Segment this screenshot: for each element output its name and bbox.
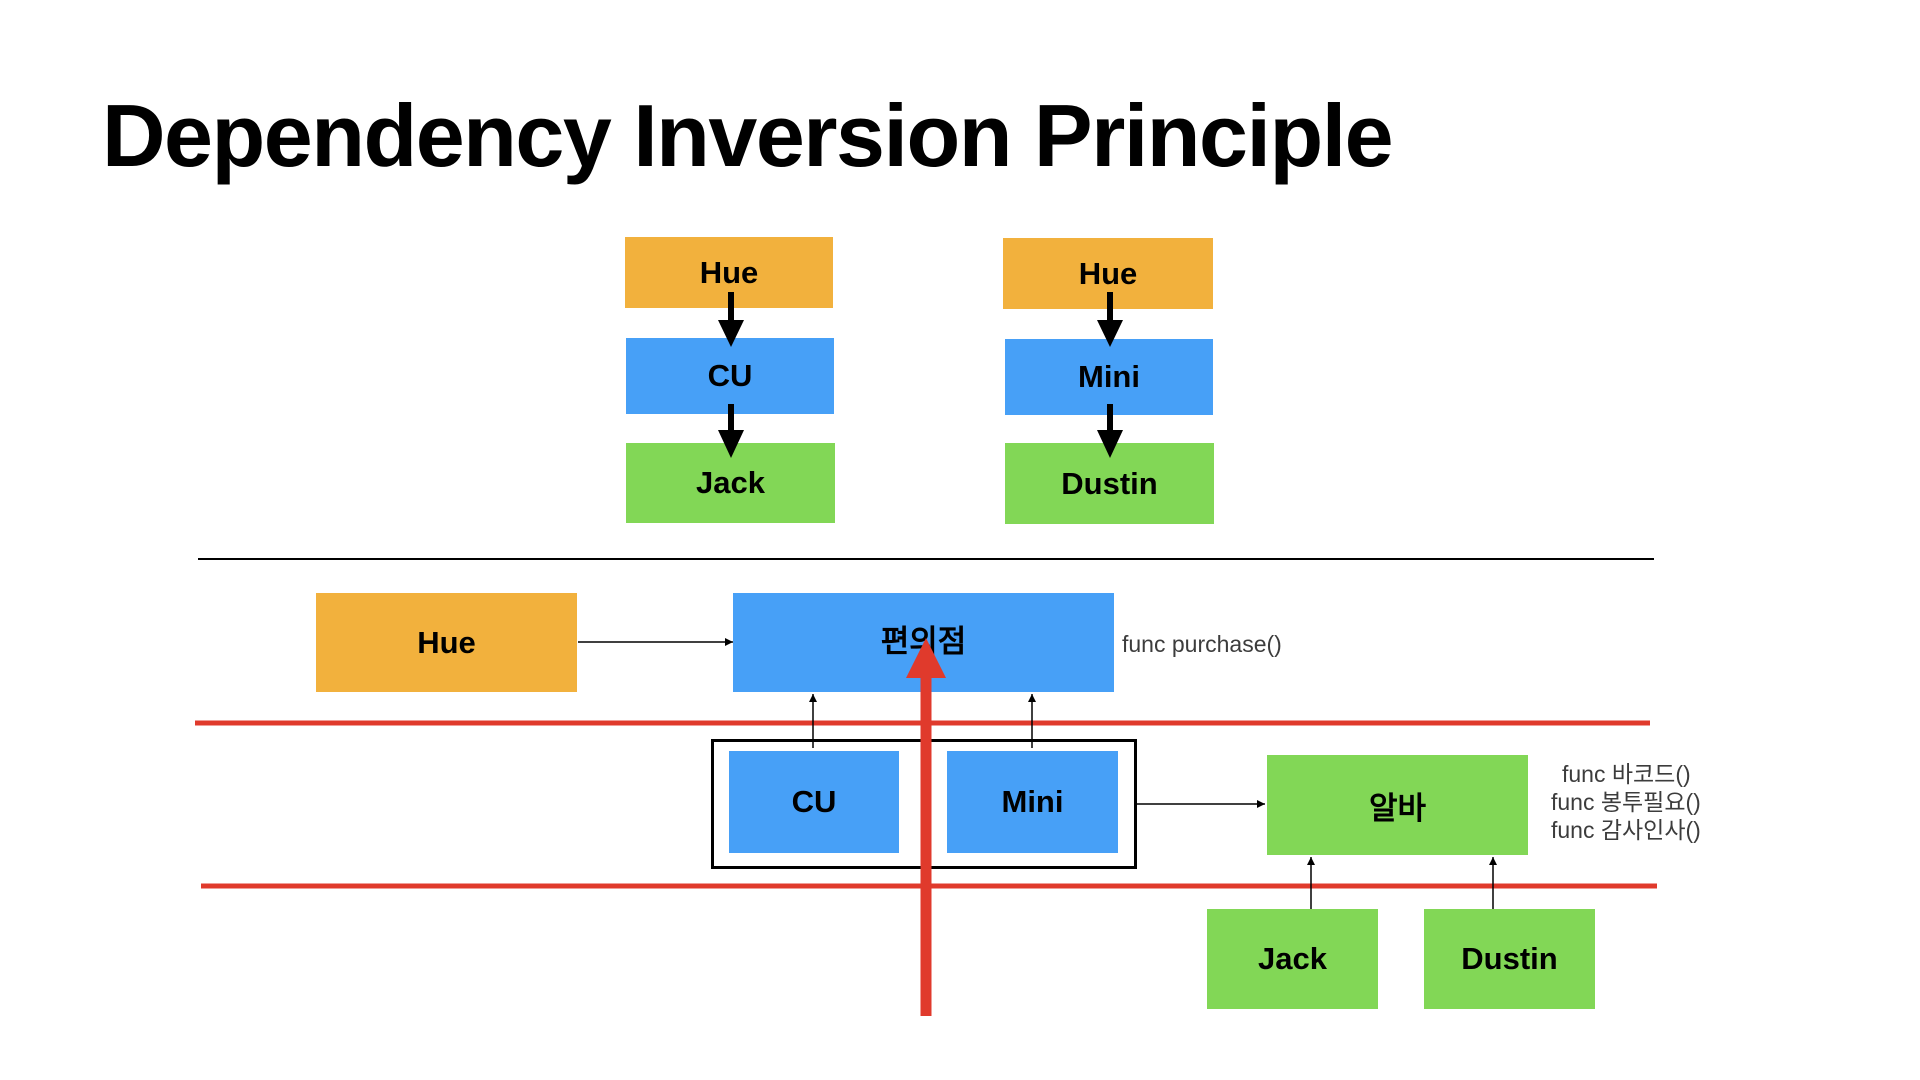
chain1-arrow-cu-jack [718,404,744,458]
alba-method-1: func 바코드() [1562,761,1691,787]
alba-method-2: func 봉투필요() [1551,789,1701,815]
chain1-arrow-hue-cu [718,292,744,347]
dustin-box: Dustin [1424,909,1595,1009]
alba-method-3: func 감사인사() [1551,817,1701,843]
cu-box: CU [729,751,899,853]
chain2-mini-box: Mini [1005,339,1213,415]
slide-title: Dependency Inversion Principle [102,86,1394,185]
chain2-dustin-box: Dustin [1005,443,1214,524]
alba-box: 알바 [1267,755,1528,855]
chain1-cu-box: CU [626,338,834,414]
jack-box: Jack [1207,909,1378,1009]
chain2-arrow-hue-mini [1097,292,1123,347]
chain2-arrow-mini-dustin [1097,404,1123,458]
mini-box: Mini [947,751,1118,853]
red-inversion-arrow [906,638,946,1016]
hue-box: Hue [316,593,577,692]
store-method-note: func purchase() [1122,631,1282,657]
